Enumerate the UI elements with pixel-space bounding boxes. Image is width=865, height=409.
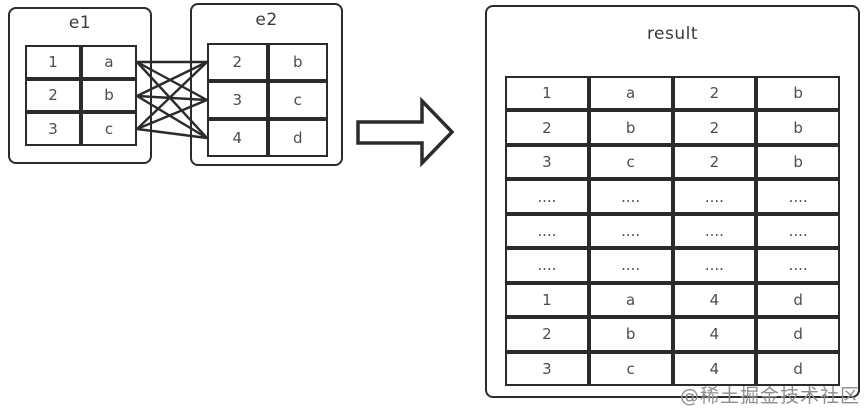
table-cell: 2	[672, 110, 757, 145]
table-cell: 2	[505, 110, 589, 145]
table-cell: a	[588, 76, 673, 111]
table-cell: 2	[505, 317, 589, 352]
table-cell: ....	[505, 213, 589, 249]
table-cell: 4	[207, 119, 268, 157]
table-cell: d	[267, 119, 328, 157]
table-cell: 3	[505, 144, 589, 180]
table-cell: b	[756, 110, 840, 145]
table-cell: ....	[756, 248, 840, 283]
table-cell: 4	[672, 317, 757, 352]
table-cell: ....	[588, 213, 673, 249]
table-cell: 3	[207, 81, 268, 119]
table-cell: b	[267, 43, 328, 81]
table-cell: b	[756, 144, 840, 180]
table-cell: a	[81, 45, 137, 79]
table-cell: ....	[672, 179, 757, 214]
table-cell: d	[756, 282, 840, 318]
table-cell: a	[588, 282, 673, 318]
table-cell: ....	[672, 248, 757, 283]
arrow-right-icon	[356, 96, 455, 168]
table-cell: 3	[505, 351, 589, 386]
table-cell: 2	[25, 78, 81, 113]
table-cell: d	[756, 317, 840, 352]
watermark-text: @稀土掘金技术社区	[679, 385, 860, 407]
table-cell: ....	[672, 213, 757, 249]
table-cell: d	[756, 351, 840, 386]
table-cell: 2	[207, 43, 268, 81]
table-cell: c	[81, 112, 137, 146]
table-cell: 1	[505, 282, 589, 318]
table-cell: c	[588, 351, 673, 386]
table-cell: ....	[756, 213, 840, 249]
table-row: ................	[505, 213, 840, 249]
table-cell: b	[588, 317, 673, 352]
e1-table-title: e1	[68, 13, 92, 33]
table-cell: ....	[588, 179, 673, 214]
table-cell: c	[267, 81, 328, 119]
table-cell: c	[588, 144, 673, 180]
table-cell: 4	[672, 351, 757, 386]
e2-table-title: e2	[255, 10, 278, 30]
table-cell: ....	[588, 248, 673, 283]
table-cell: 4	[672, 282, 757, 318]
table-cell: 1	[505, 76, 589, 111]
table-row: ................	[505, 179, 840, 214]
table-cell: 3	[25, 112, 81, 146]
table-cell: ....	[756, 179, 840, 214]
table-cell: ....	[505, 248, 589, 283]
table-cell: b	[756, 76, 840, 111]
table-row: ................	[505, 248, 840, 283]
result-table-title: result	[646, 24, 699, 44]
table-cell: 2	[672, 144, 757, 180]
table-cell: 1	[25, 45, 81, 79]
table-cell: ....	[505, 179, 589, 214]
table-cell: b	[588, 110, 673, 145]
table-cell: 2	[672, 76, 757, 111]
table-cell: b	[81, 78, 137, 113]
